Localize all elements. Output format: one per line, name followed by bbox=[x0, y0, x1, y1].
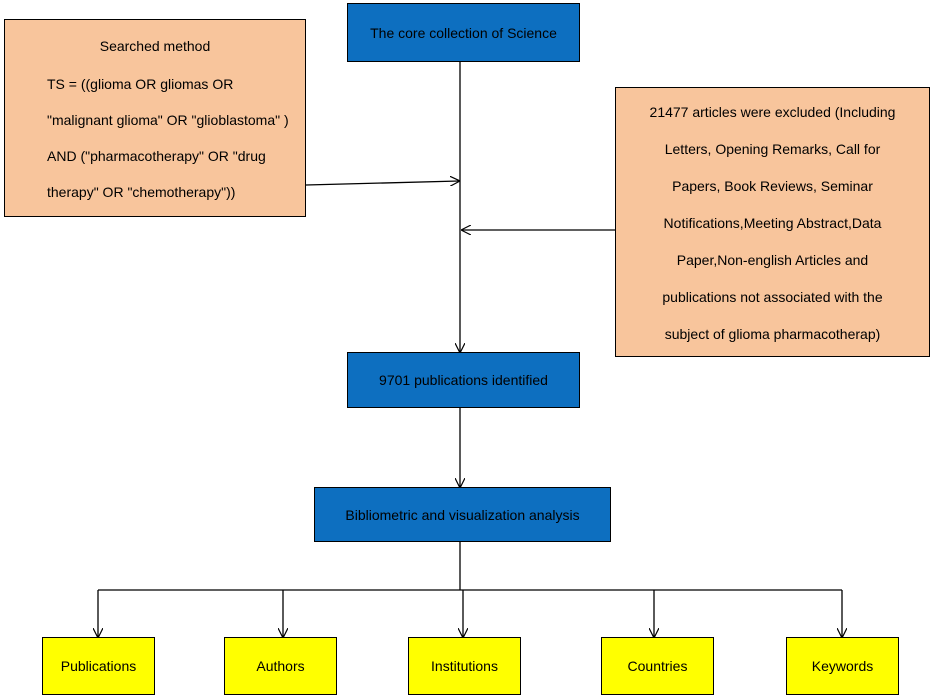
output-authors-box: Authors bbox=[224, 637, 337, 695]
excluded-line-5: publications not associated with the bbox=[662, 289, 883, 305]
publications-identified-box: 9701 publications identified bbox=[347, 352, 580, 408]
output-countries-box: Countries bbox=[601, 637, 714, 695]
search-line-4: therapy" OR "chemotherapy")) bbox=[47, 184, 236, 200]
output-publications-box: Publications bbox=[42, 637, 155, 695]
output-countries-label: Countries bbox=[627, 658, 688, 674]
arrow-search-to-main bbox=[305, 181, 459, 185]
excluded-line-6: subject of glioma pharmacotherap) bbox=[664, 326, 881, 342]
output-keywords-box: Keywords bbox=[786, 637, 899, 695]
excluded-articles-box: 21477 articles were excluded (Including … bbox=[615, 87, 930, 357]
excluded-line-3: Notifications,Meeting Abstract,Data bbox=[663, 215, 882, 231]
excluded-line-1: Letters, Opening Remarks, Call for bbox=[664, 141, 881, 157]
output-institutions-box: Institutions bbox=[408, 637, 521, 695]
core-collection-label: The core collection of Science bbox=[370, 24, 557, 41]
excluded-line-0: 21477 articles were excluded (Including bbox=[649, 104, 896, 120]
output-institutions-label: Institutions bbox=[431, 658, 498, 674]
analysis-label: Bibliometric and visualization analysis bbox=[345, 506, 580, 523]
search-line-1: TS = ((glioma OR gliomas OR bbox=[47, 76, 234, 92]
excluded-line-2: Papers, Book Reviews, Seminar bbox=[672, 178, 873, 194]
analysis-box: Bibliometric and visualization analysis bbox=[314, 487, 611, 542]
search-method-box: Searched method TS = ((glioma OR gliomas… bbox=[4, 19, 306, 217]
output-publications-label: Publications bbox=[60, 658, 137, 674]
output-authors-label: Authors bbox=[256, 658, 305, 674]
excluded-line-4: Paper,Non-english Articles and bbox=[676, 252, 869, 268]
search-line-2: "malignant glioma" OR "glioblastoma" ) bbox=[47, 112, 289, 128]
core-collection-box: The core collection of Science bbox=[347, 3, 580, 62]
search-line-0: Searched method bbox=[99, 38, 211, 54]
search-line-3: AND ("pharmacotherapy" OR "drug bbox=[47, 148, 266, 164]
publications-identified-label: 9701 publications identified bbox=[379, 372, 548, 388]
output-keywords-label: Keywords bbox=[811, 658, 874, 674]
